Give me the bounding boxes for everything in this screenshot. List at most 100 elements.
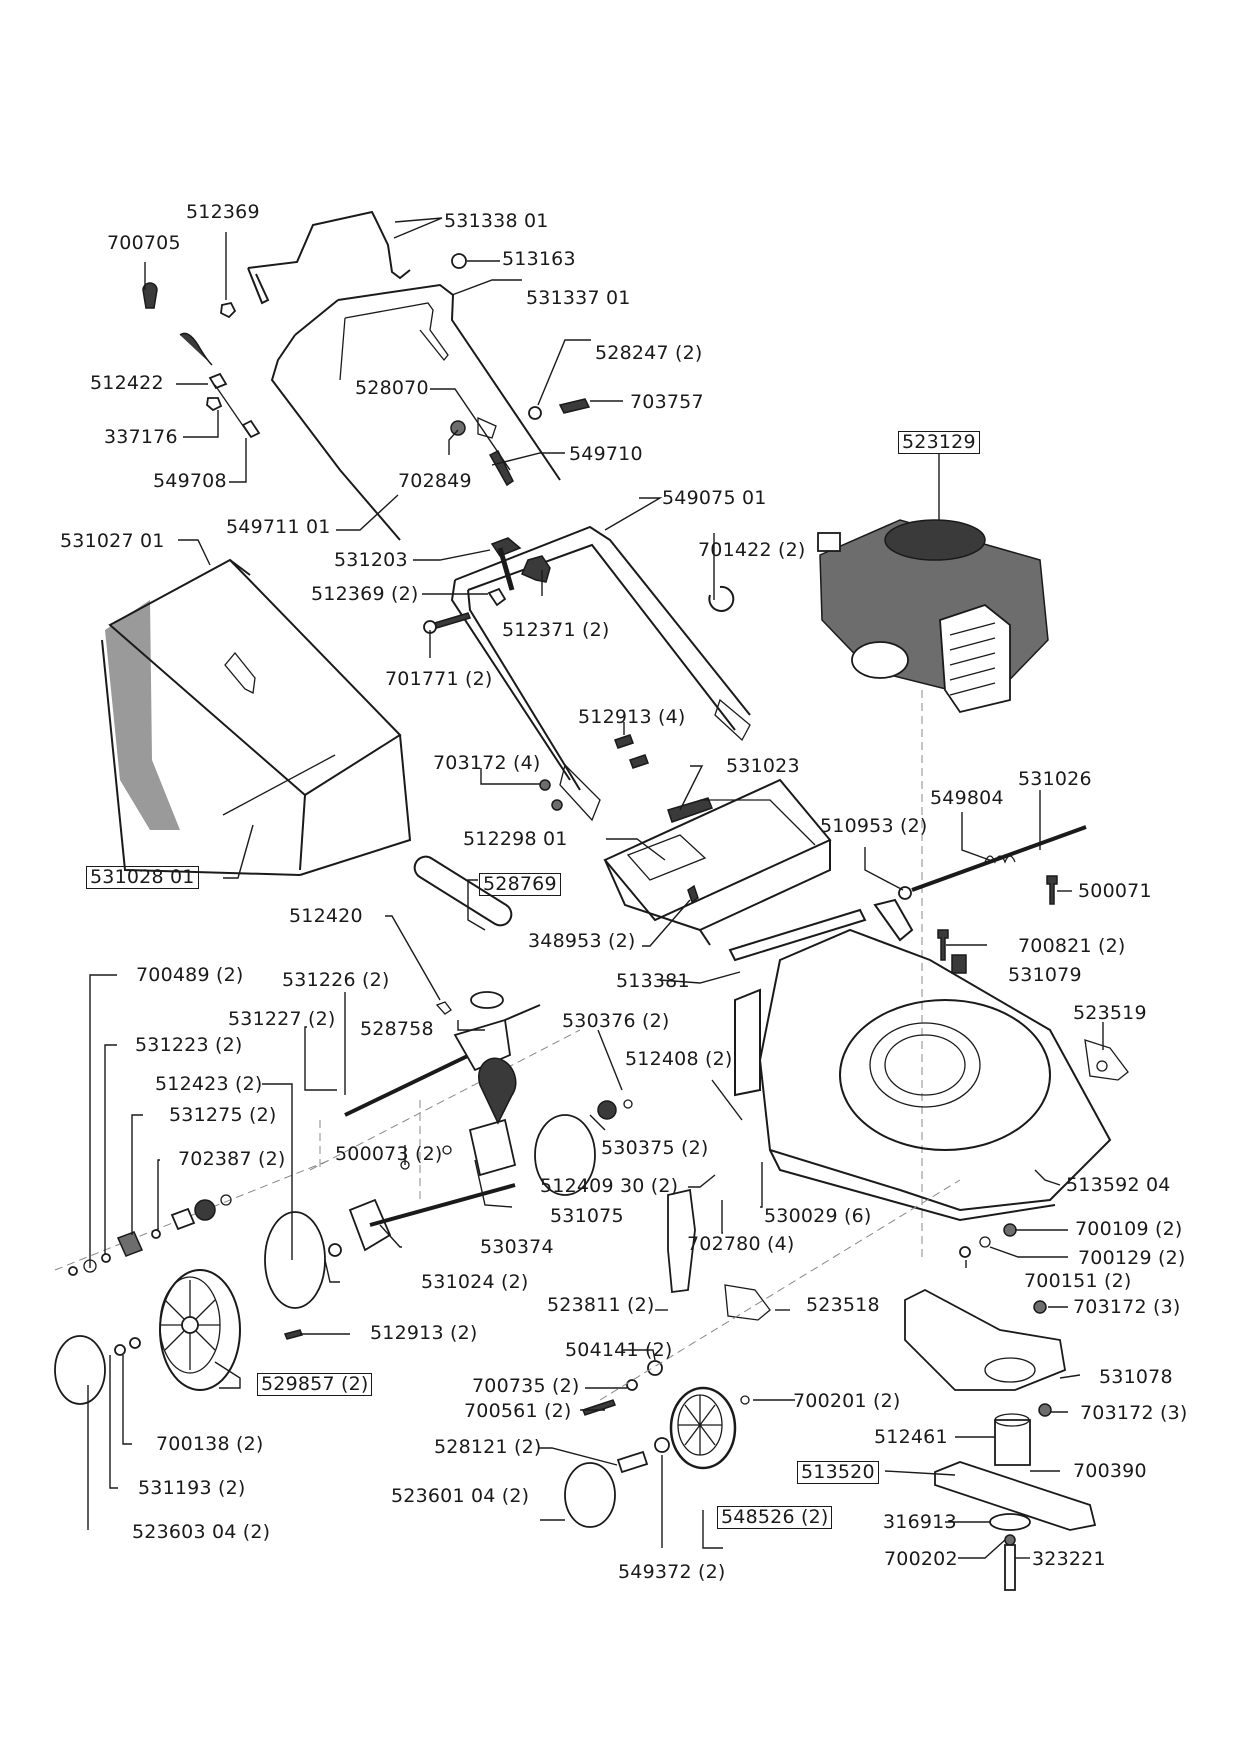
nut-702849 xyxy=(450,420,466,436)
washer-549372 xyxy=(654,1437,670,1453)
label-337176: 337176 xyxy=(104,426,178,448)
label-531075: 531075 xyxy=(550,1205,624,1227)
label-700390: 700390 xyxy=(1073,1460,1147,1482)
label-530029: 530029 (6) xyxy=(764,1205,872,1227)
label-512298-01: 512298 01 xyxy=(463,828,568,850)
axle-530374 xyxy=(369,1183,516,1227)
blade-adapter-512461 xyxy=(994,1419,1031,1466)
nut-703172-3a xyxy=(1033,1300,1047,1314)
engine xyxy=(817,519,1049,714)
label-700109: 700109 (2) xyxy=(1075,1218,1183,1240)
spring-549804 xyxy=(984,855,1016,864)
label-531275: 531275 (2) xyxy=(169,1104,277,1126)
bracket-531075 xyxy=(468,1118,517,1177)
spring xyxy=(179,332,213,366)
label-703757: 703757 xyxy=(630,391,704,413)
label-700202: 700202 xyxy=(884,1548,958,1570)
label-528121: 528121 (2) xyxy=(434,1436,542,1458)
label-316913: 316913 xyxy=(883,1511,957,1533)
label-700138: 700138 (2) xyxy=(156,1433,264,1455)
clip-701422 xyxy=(708,585,735,612)
label-549710: 549710 xyxy=(569,443,643,465)
label-701771: 701771 (2) xyxy=(385,668,493,690)
nut-512369-2 xyxy=(487,587,507,607)
nut-337176 xyxy=(206,397,223,412)
label-512913-2: 512913 (2) xyxy=(370,1322,478,1344)
rear-flap xyxy=(603,778,832,946)
label-702387: 702387 (2) xyxy=(178,1148,286,1170)
label-531337-01: 531337 01 xyxy=(526,287,631,309)
label-530376: 530376 (2) xyxy=(562,1010,670,1032)
label-703172-3b: 703172 (3) xyxy=(1080,1402,1188,1424)
washer-700129 xyxy=(979,1236,991,1248)
label-700151: 700151 (2) xyxy=(1024,1270,1132,1292)
label-703172-4: 703172 (4) xyxy=(433,752,541,774)
label-549804: 549804 xyxy=(930,787,1004,809)
label-700735: 700735 (2) xyxy=(472,1375,580,1397)
bracket-523519 xyxy=(1084,1039,1129,1081)
label-504141: 504141 (2) xyxy=(565,1339,673,1361)
label-700705: 700705 xyxy=(107,232,181,254)
clip-528070 xyxy=(477,416,497,439)
label-531203: 531203 xyxy=(334,549,408,571)
washer-700201 xyxy=(740,1395,750,1405)
label-500071: 500071 xyxy=(1078,880,1152,902)
blade-guard-531078 xyxy=(904,1288,1067,1391)
washer-316913 xyxy=(989,1513,1031,1531)
nut-512369 xyxy=(220,301,237,319)
label-512409-30: 512409 30 (2) xyxy=(540,1175,679,1197)
washer-700151 xyxy=(959,1246,971,1258)
label-531027-01: 531027 01 xyxy=(60,530,165,552)
lower-handle xyxy=(450,525,751,822)
label-703172-3a: 703172 (3) xyxy=(1073,1296,1181,1318)
label-523518: 523518 xyxy=(806,1294,880,1316)
label-523129-engine: 523129 xyxy=(898,431,980,454)
label-513381: 513381 xyxy=(616,970,690,992)
label-528769: 528769 xyxy=(479,873,561,896)
label-549372: 549372 (2) xyxy=(618,1561,726,1583)
mower-deck xyxy=(728,898,1112,1222)
upper-handle xyxy=(270,283,561,541)
label-528247: 528247 (2) xyxy=(595,342,703,364)
label-528070: 528070 xyxy=(355,377,429,399)
washer-513163 xyxy=(451,253,467,269)
bolt-512913-2 xyxy=(283,1329,304,1340)
label-700129: 700129 (2) xyxy=(1078,1247,1186,1269)
label-549075-01: 549075 01 xyxy=(662,487,767,509)
label-523603-04: 523603 04 (2) xyxy=(132,1521,271,1543)
pulley-530375 xyxy=(597,1100,617,1120)
upper-handle-bracket xyxy=(247,210,411,305)
cable-549710 xyxy=(488,449,514,487)
label-512913-4: 512913 (4) xyxy=(578,706,686,728)
label-548526: 548526 (2) xyxy=(717,1506,833,1529)
bolt-700561 xyxy=(582,1399,616,1416)
hubcap-523601 xyxy=(564,1462,616,1528)
label-523811: 523811 (2) xyxy=(547,1294,655,1316)
label-701422: 701422 (2) xyxy=(698,539,806,561)
label-323221: 323221 xyxy=(1032,1548,1106,1570)
label-512420: 512420 xyxy=(289,905,363,927)
label-513520-blade: 513520 xyxy=(797,1461,879,1484)
blade-bolt-323221 xyxy=(1004,1544,1016,1591)
bracket-512422 xyxy=(208,372,228,390)
washer-700202 xyxy=(1004,1534,1016,1546)
label-700821: 700821 (2) xyxy=(1018,935,1126,957)
nut-703172 xyxy=(539,779,551,791)
wheel-cover-512423 xyxy=(264,1211,326,1309)
nut-703172-3b xyxy=(1038,1403,1052,1417)
label-530374: 530374 xyxy=(480,1236,554,1258)
bracket-523811 xyxy=(667,1188,696,1294)
screw-348953 xyxy=(687,884,699,904)
label-500073: 500073 (2) xyxy=(335,1143,443,1165)
grass-catcher xyxy=(101,558,412,876)
rear-wheel xyxy=(159,1269,241,1391)
label-549708: 549708 xyxy=(153,470,227,492)
front-wheel xyxy=(669,1386,737,1470)
label-531223: 531223 (2) xyxy=(135,1034,243,1056)
label-523519: 523519 xyxy=(1073,1002,1147,1024)
nut-531193 xyxy=(114,1344,126,1356)
label-512423: 512423 (2) xyxy=(155,1073,263,1095)
label-512422: 512422 xyxy=(90,372,164,394)
bracket-523518 xyxy=(724,1284,771,1321)
